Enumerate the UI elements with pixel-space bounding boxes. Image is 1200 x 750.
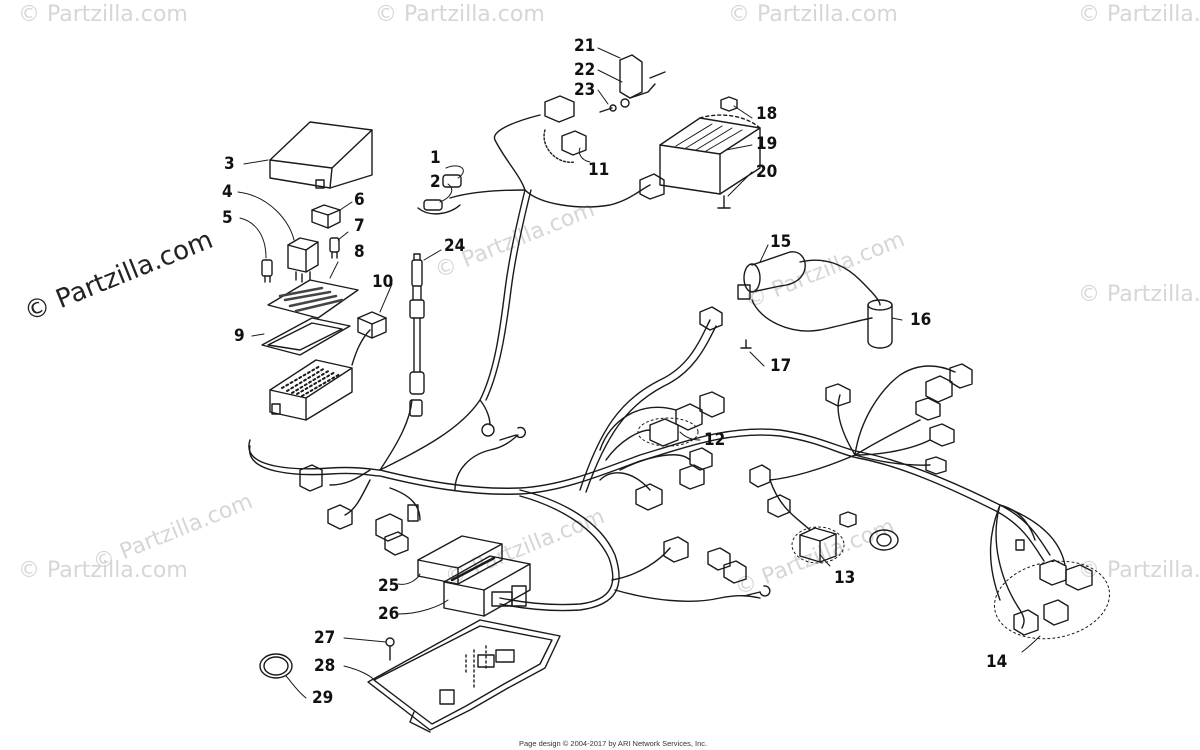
- copyright-footer: Page design © 2004-2017 by ARI Network S…: [519, 739, 708, 748]
- o2-sensor-24: [409, 253, 425, 417]
- relay-6: [311, 204, 341, 229]
- callout-6: 6: [354, 190, 365, 210]
- watermark-repeat: © Partzilla.com: [1078, 282, 1200, 307]
- watermark-repeat: © Partzilla.com: [375, 2, 545, 27]
- watermark-repeat: © Partzilla.com: [18, 2, 188, 27]
- connector-10: [357, 311, 387, 339]
- callout-26: 26: [378, 604, 400, 624]
- fuse-box-cover: [269, 121, 373, 189]
- callout-4: 4: [222, 182, 233, 202]
- callout-28: 28: [314, 656, 336, 676]
- connectors-bottom: [663, 306, 771, 597]
- callout-2: 2: [430, 172, 441, 192]
- watermark-repeat: © Partzilla.com: [1078, 558, 1200, 583]
- fuse-7: [329, 237, 340, 259]
- callout-14: 14: [986, 652, 1008, 672]
- callout-7: 7: [354, 216, 365, 236]
- ecu-26: [443, 555, 531, 617]
- callout-9: 9: [234, 326, 245, 346]
- callout-12: 12: [704, 430, 726, 450]
- watermark-repeat: © Partzilla.com: [1078, 2, 1200, 27]
- bracket-21: [599, 54, 666, 113]
- fuse-5: [261, 259, 273, 283]
- strap-29: [259, 653, 293, 679]
- callout-3: 3: [224, 154, 235, 174]
- mounting-tray-28: [367, 619, 561, 733]
- harness-clip-2: [417, 199, 461, 215]
- connector-group-14: [994, 539, 1110, 640]
- callout-17: 17: [770, 356, 792, 376]
- relay-4: [287, 237, 319, 283]
- callout-25: 25: [378, 576, 400, 596]
- callout-23: 23: [574, 80, 596, 100]
- callout-5: 5: [222, 208, 233, 228]
- fuse-block: [269, 359, 353, 421]
- callout-8: 8: [354, 242, 365, 262]
- switch-assembly-13: [749, 464, 899, 564]
- leader-lines: [237, 47, 1041, 699]
- callout-11: 11: [588, 160, 610, 180]
- watermark-repeat: © Partzilla.com: [728, 2, 898, 27]
- connector-group-12: [599, 391, 725, 511]
- callout-27: 27: [314, 628, 336, 648]
- callout-16: 16: [910, 310, 932, 330]
- callout-13: 13: [834, 568, 856, 588]
- fastener-27: [385, 637, 395, 661]
- callout-29: 29: [312, 688, 334, 708]
- callout-20: 20: [756, 162, 778, 182]
- callout-22: 22: [574, 60, 596, 80]
- callout-15: 15: [770, 232, 792, 252]
- callout-24: 24: [444, 236, 466, 256]
- callout-19: 19: [756, 134, 778, 154]
- watermark-repeat: © Partzilla.com: [18, 558, 188, 583]
- callout-10: 10: [372, 272, 394, 292]
- callout-18: 18: [756, 104, 778, 124]
- ignition-switch-16: [867, 299, 893, 349]
- fuse-label-plate: [267, 279, 359, 319]
- main-harness: [248, 114, 1066, 629]
- gasket-9: [261, 317, 351, 356]
- callout-1: 1: [430, 148, 441, 168]
- callout-21: 21: [574, 36, 596, 56]
- connectors-left: [299, 423, 526, 556]
- starter-solenoid-15: [737, 251, 881, 349]
- harness-clip-1: [442, 174, 462, 188]
- connectors-right: [825, 363, 973, 475]
- connector-11: [543, 95, 665, 200]
